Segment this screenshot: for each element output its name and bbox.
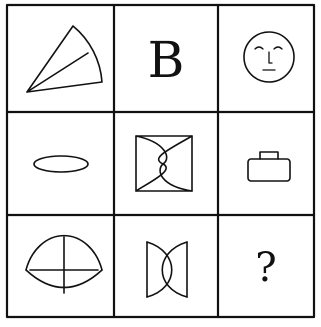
cell-8-bowtie-figure [147, 242, 187, 297]
cell-5-square-curves-figure [136, 136, 192, 191]
cell-2-letter: B [148, 35, 185, 85]
cell-1-sector-figure [27, 26, 102, 92]
cell-4-ellipse-figure [34, 156, 88, 172]
cell-3-face-figure [244, 32, 294, 82]
cell-9-question-mark: ? [255, 248, 276, 288]
cell-7-dome-figure [26, 236, 102, 293]
cell-6-bag-figure [248, 152, 290, 181]
